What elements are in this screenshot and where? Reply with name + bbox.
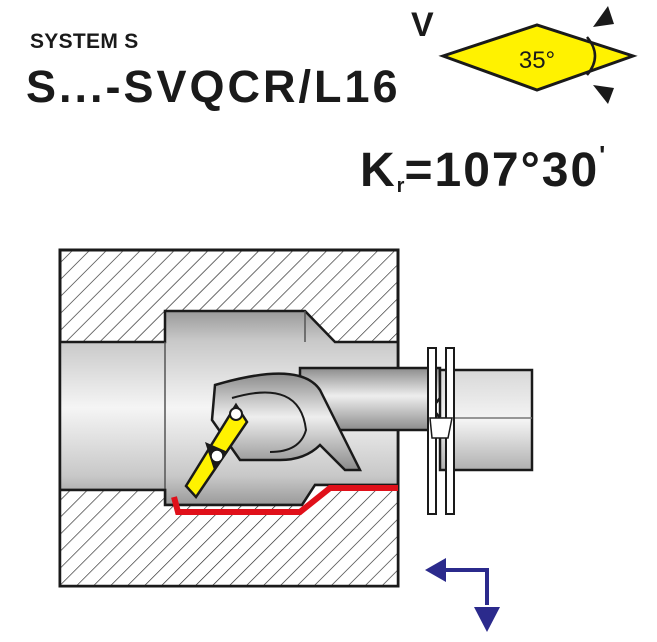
- tool-code: S...-SVQCR/L16: [26, 61, 401, 112]
- boring-bar: [210, 347, 534, 515]
- angle-minute-mark: ': [599, 140, 606, 170]
- angle-value: =107°30: [404, 144, 600, 197]
- cutting-insert: [184, 402, 249, 500]
- angle-symbol: K: [360, 144, 397, 197]
- insert-symbol: 35°: [438, 6, 638, 104]
- insert-shape-letter: V: [411, 6, 434, 44]
- feed-direction-arrows: [425, 558, 500, 632]
- approach-angle: Kr=107°30': [360, 142, 605, 196]
- cut-path: [171, 485, 398, 515]
- insert-angle-label: 35°: [519, 47, 555, 74]
- angle-subscript: r: [396, 175, 405, 197]
- system-label: SYSTEM S: [30, 30, 139, 53]
